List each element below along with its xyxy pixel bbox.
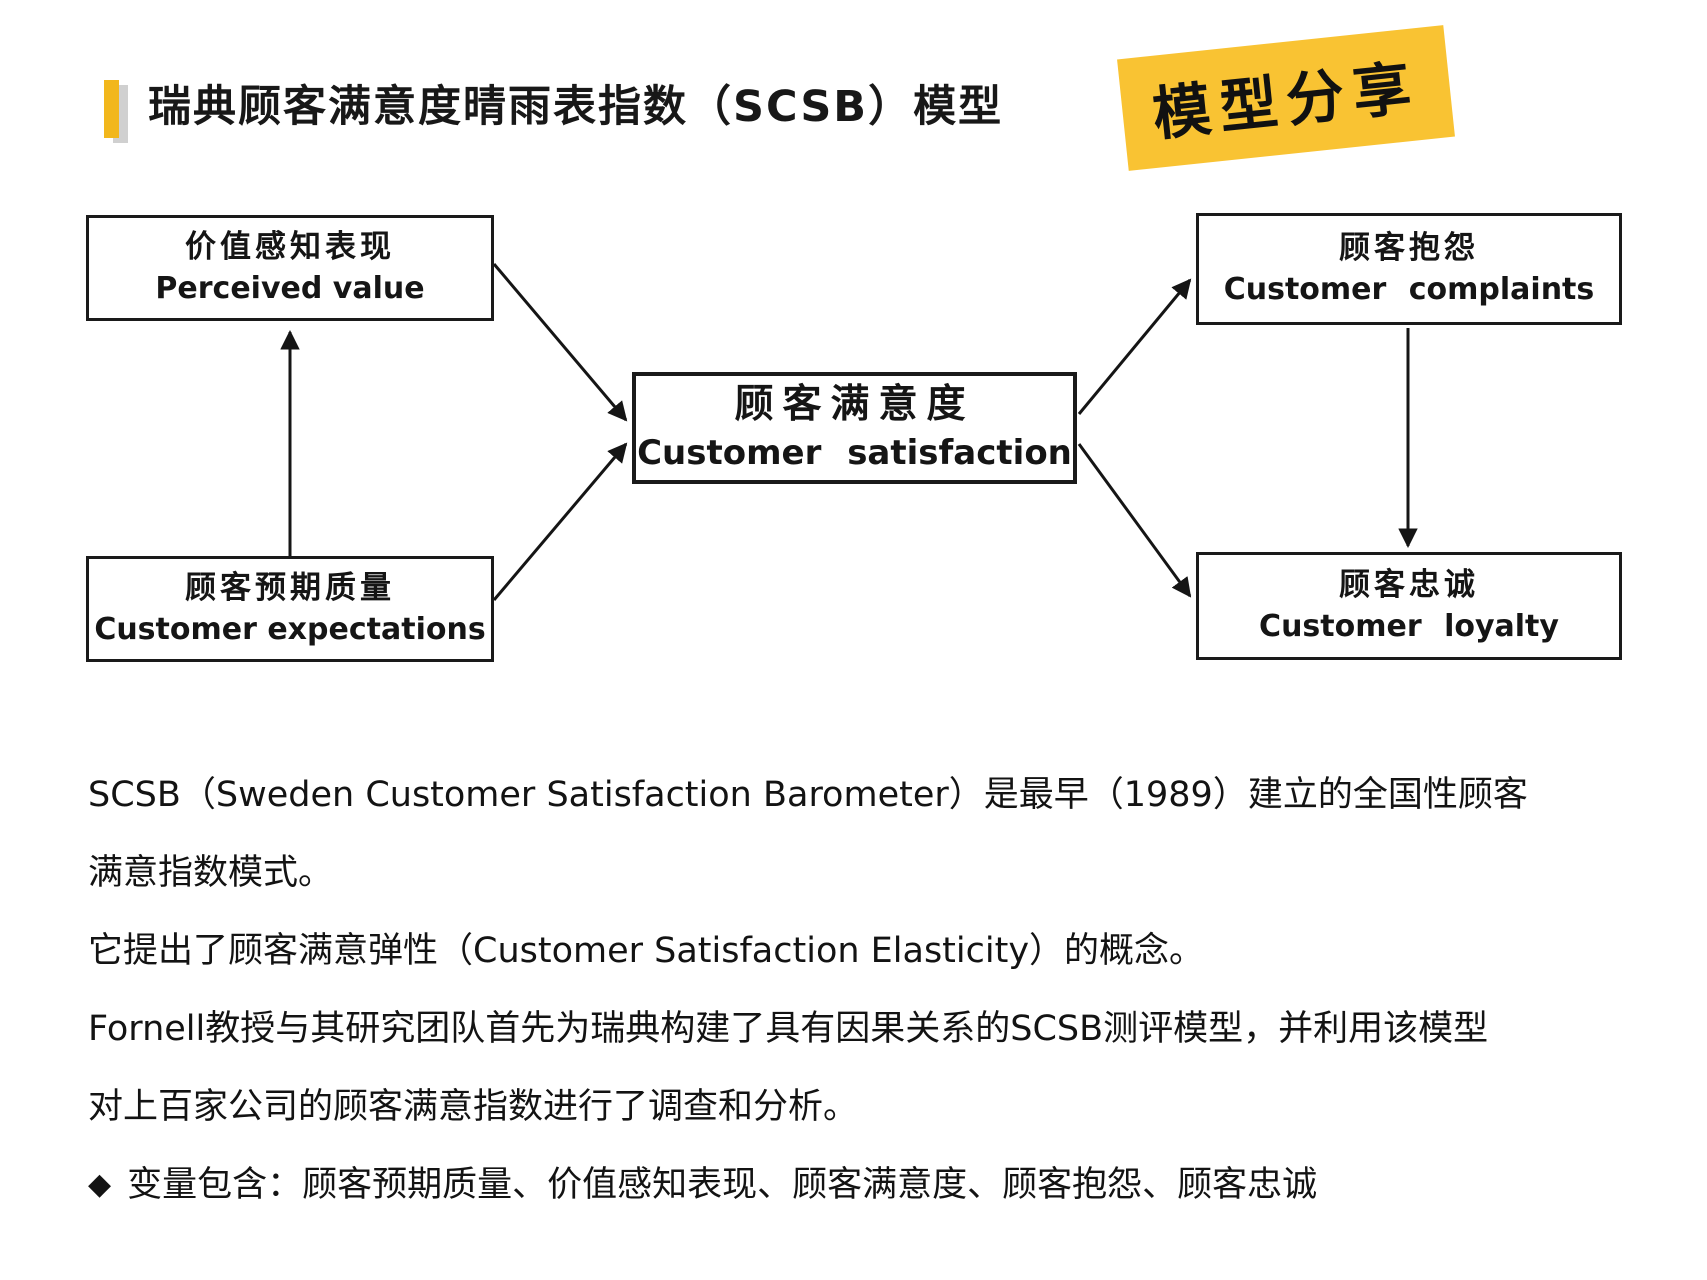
variables-bullet-line: ◆ 变量包含：顾客预期质量、价值感知表现、顾客满意度、顾客抱怨、顾客忠诚 (88, 1146, 1668, 1224)
node-label-zh: 顾客预期质量 (185, 570, 395, 607)
node-label-en: Perceived value (155, 270, 425, 306)
body-line: 它提出了顾客满意弹性（Customer Satisfaction Elastic… (88, 931, 1205, 971)
node-label-zh: 顾客忠诚 (1339, 567, 1479, 604)
node-label-en: Customer complaints (1223, 271, 1595, 307)
node-label-en: Customer expectations (94, 611, 486, 647)
body-line: Fornell教授与其研究团队首先为瑞典构建了具有因果关系的SCSB测评模型，并… (88, 1009, 1489, 1049)
arrow-perceived-value-to-satisfaction (492, 263, 628, 422)
arrow-expectations-to-satisfaction (492, 442, 628, 601)
arrow-satisfaction-to-loyalty (1077, 443, 1192, 598)
node-customer-complaints: 顾客抱怨 Customer complaints (1196, 213, 1622, 325)
node-customer-satisfaction: 顾客满意度 Customer satisfaction (632, 372, 1077, 484)
node-customer-expectations: 顾客预期质量 Customer expectations (86, 556, 494, 662)
title-accent-bar (104, 80, 119, 138)
node-perceived-value: 价值感知表现 Perceived value (86, 215, 494, 321)
body-line: 满意指数模式。 (88, 853, 334, 893)
node-label-zh: 顾客满意度 (734, 382, 975, 428)
node-label-zh: 价值感知表现 (185, 229, 395, 266)
body-line: 对上百家公司的顾客满意指数进行了调查和分析。 (88, 1087, 859, 1127)
variables-bullet-text: 变量包含：顾客预期质量、价值感知表现、顾客满意度、顾客抱怨、顾客忠诚 (127, 1165, 1318, 1205)
node-label-en: Customer loyalty (1259, 608, 1559, 644)
node-label-zh: 顾客抱怨 (1339, 230, 1479, 267)
page-title: 瑞典顾客满意度晴雨表指数（SCSB）模型 (148, 82, 1004, 132)
model-share-badge: 模型分享 (1117, 25, 1455, 171)
arrow-satisfaction-to-complaints (1077, 278, 1192, 415)
description-block: SCSB（Sweden Customer Satisfaction Barome… (88, 756, 1668, 1224)
diamond-bullet-icon: ◆ (88, 1167, 112, 1202)
node-customer-loyalty: 顾客忠诚 Customer loyalty (1196, 552, 1622, 660)
body-line: SCSB（Sweden Customer Satisfaction Barome… (88, 775, 1528, 815)
node-label-en: Customer satisfaction (637, 433, 1072, 473)
